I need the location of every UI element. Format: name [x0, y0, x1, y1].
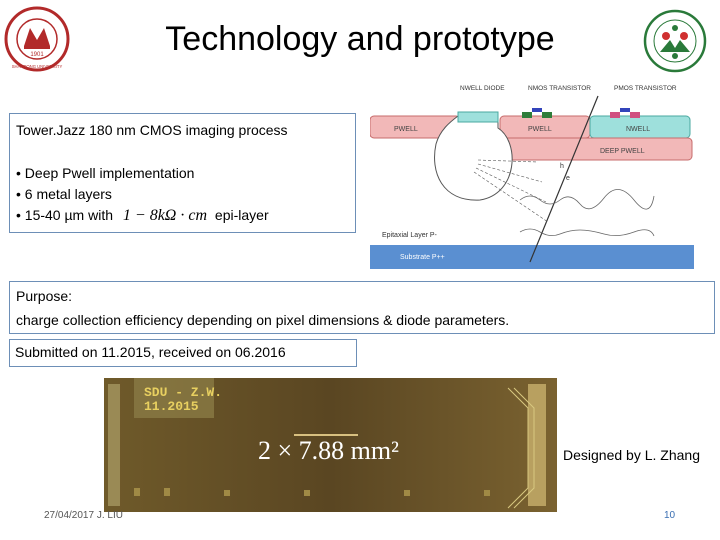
- resistivity-formula: 1 − 8kΩ · cm: [123, 207, 207, 224]
- deep-pwell: [496, 138, 692, 160]
- pwell-right-label: PWELL: [528, 126, 552, 133]
- submission-box: Submitted on 11.2015, received on 06.201…: [9, 339, 357, 367]
- purpose-label: Purpose:: [16, 288, 72, 304]
- deep-pwell-label: DEEP PWELL: [600, 148, 645, 155]
- nwell-label: NWELL: [626, 126, 650, 133]
- pmos-label: PMOS TRANSISTOR: [614, 85, 677, 92]
- chip-marking-2: 11.2015: [144, 399, 199, 414]
- bullet-deep-pwell: • Deep Pwell implementation: [16, 165, 194, 181]
- purpose-text: charge collection efficiency depending o…: [16, 312, 509, 328]
- pwell-left-label: PWELL: [394, 126, 418, 133]
- logo-year: 1901: [30, 52, 44, 58]
- chip-dimension-label: 2 × 7.88 mm²: [258, 436, 399, 466]
- submission-text: Submitted on 11.2015, received on 06.201…: [15, 344, 286, 360]
- chip-marking-1: SDU - Z.W.: [144, 385, 222, 400]
- bullet-metal-layers: • 6 metal layers: [16, 186, 112, 202]
- lab-logo: [642, 8, 708, 74]
- process-heading: Tower.Jazz 180 nm CMOS imaging process: [16, 122, 288, 138]
- nmos-label: NMOS TRANSISTOR: [528, 85, 591, 92]
- designer-credit: Designed by L. Zhang: [563, 447, 700, 463]
- bullet-epi-text: • 15-40 µm with: [16, 207, 113, 223]
- cmos-cross-section-diagram: Substrate P++ Epitaxial Layer P- PWELL P…: [370, 82, 694, 272]
- epi-label: Epitaxial Layer P-: [382, 232, 438, 239]
- shandong-university-logo: 1901 SHANDONG UNIVERSITY: [4, 6, 70, 72]
- logo-name: SHANDONG UNIVERSITY: [12, 64, 63, 69]
- hole-label: h: [560, 163, 564, 170]
- footer-date: 27/04/2017 J. LIU: [44, 510, 123, 521]
- purpose-box: Purpose: charge collection efficiency de…: [9, 281, 715, 334]
- substrate-label: Substrate P++: [400, 254, 445, 261]
- slide-title: Technology and prototype: [0, 20, 720, 59]
- bullet-epi: • 15-40 µm with 1 − 8kΩ · cm epi-layer: [16, 207, 269, 225]
- nwell-diode-label: NWELL DIODE: [460, 85, 505, 92]
- nwell-diode: [458, 112, 498, 122]
- bullet-epi-suffix: epi-layer: [215, 207, 269, 223]
- electron-label: e: [566, 175, 570, 182]
- page-number: 10: [664, 510, 675, 521]
- process-box: Tower.Jazz 180 nm CMOS imaging process •…: [9, 113, 356, 233]
